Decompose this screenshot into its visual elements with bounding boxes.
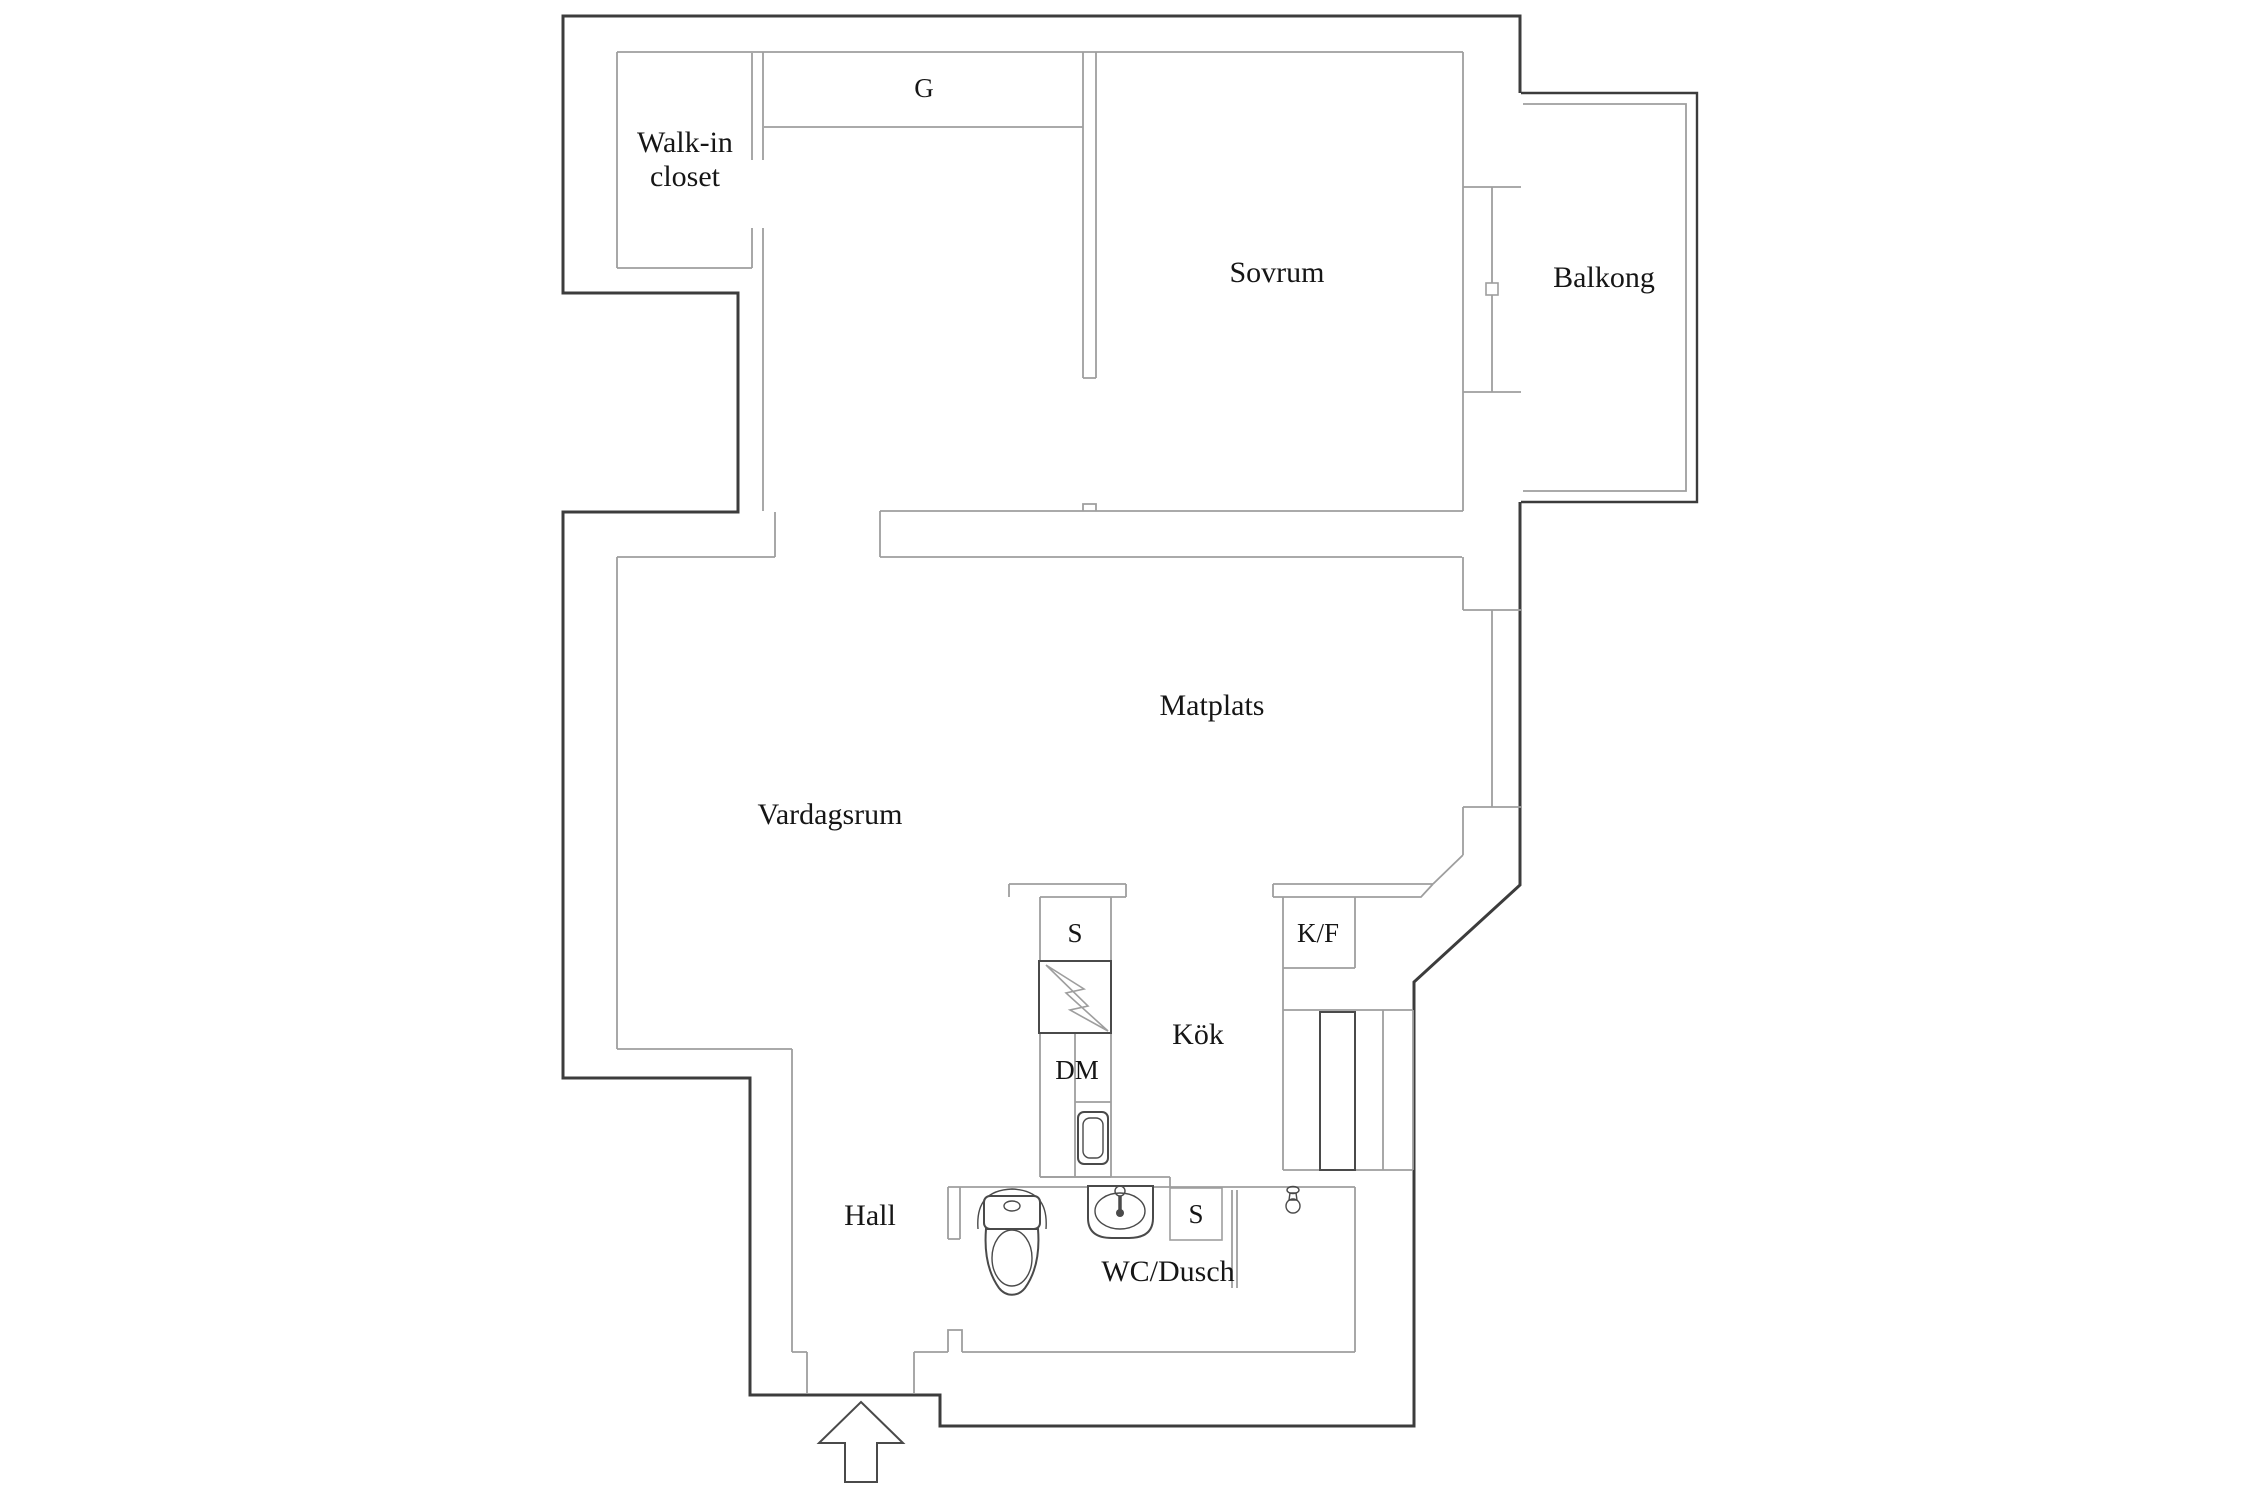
dining-east-wall — [1432, 557, 1464, 885]
room-label-bathroom: WC/Dusch — [1101, 1255, 1234, 1288]
room-label-walk-in-closet-line2: closet — [650, 160, 721, 193]
living-hall-west-walls — [616, 557, 1355, 1394]
room-label-balcony: Balkong — [1553, 261, 1655, 294]
bedroom-west-wall — [1082, 52, 1097, 379]
kitchen-sink-icon — [1077, 1111, 1109, 1165]
fridge-unit-icon — [1319, 1011, 1356, 1171]
bathroom-cabinet-box — [1169, 1187, 1223, 1241]
label-bathroom-cabinet: S — [1188, 1199, 1203, 1229]
label-fridge-freezer: K/F — [1297, 918, 1339, 948]
room-label-hall: Hall — [844, 1199, 896, 1232]
toilet-icon — [977, 1188, 1047, 1296]
label-dishwasher: DM — [1055, 1055, 1099, 1085]
kitchen-north-wall-stubs — [1008, 883, 1434, 898]
exterior-walls — [561, 14, 1522, 1428]
label-kitchen-cabinet: S — [1067, 918, 1082, 948]
washbasin-icon — [1087, 1185, 1154, 1239]
dining-window-bay — [1463, 609, 1521, 808]
balcony-door-handle-icon — [1485, 282, 1499, 296]
balcony-inner-wall — [1523, 103, 1687, 492]
shower-icon — [1285, 1185, 1301, 1214]
walk-in-closet-walls — [616, 52, 764, 511]
room-label-kitchen: Kök — [1172, 1018, 1224, 1051]
living-north-wall-inner — [617, 512, 776, 558]
room-label-living: Vardagsrum — [758, 798, 903, 831]
lightning-icon — [1045, 964, 1109, 1032]
label-wardrobe: G — [914, 73, 934, 103]
entrance-arrow-icon — [816, 1400, 906, 1483]
room-label-walk-in-closet-line1: Walk-in — [637, 126, 733, 159]
balcony-outer-wall — [1521, 91, 1699, 504]
bedroom-dining-dividing-wall — [879, 503, 1463, 558]
room-label-dining: Matplats — [1160, 689, 1265, 722]
room-label-bedroom: Sovrum — [1229, 256, 1324, 289]
